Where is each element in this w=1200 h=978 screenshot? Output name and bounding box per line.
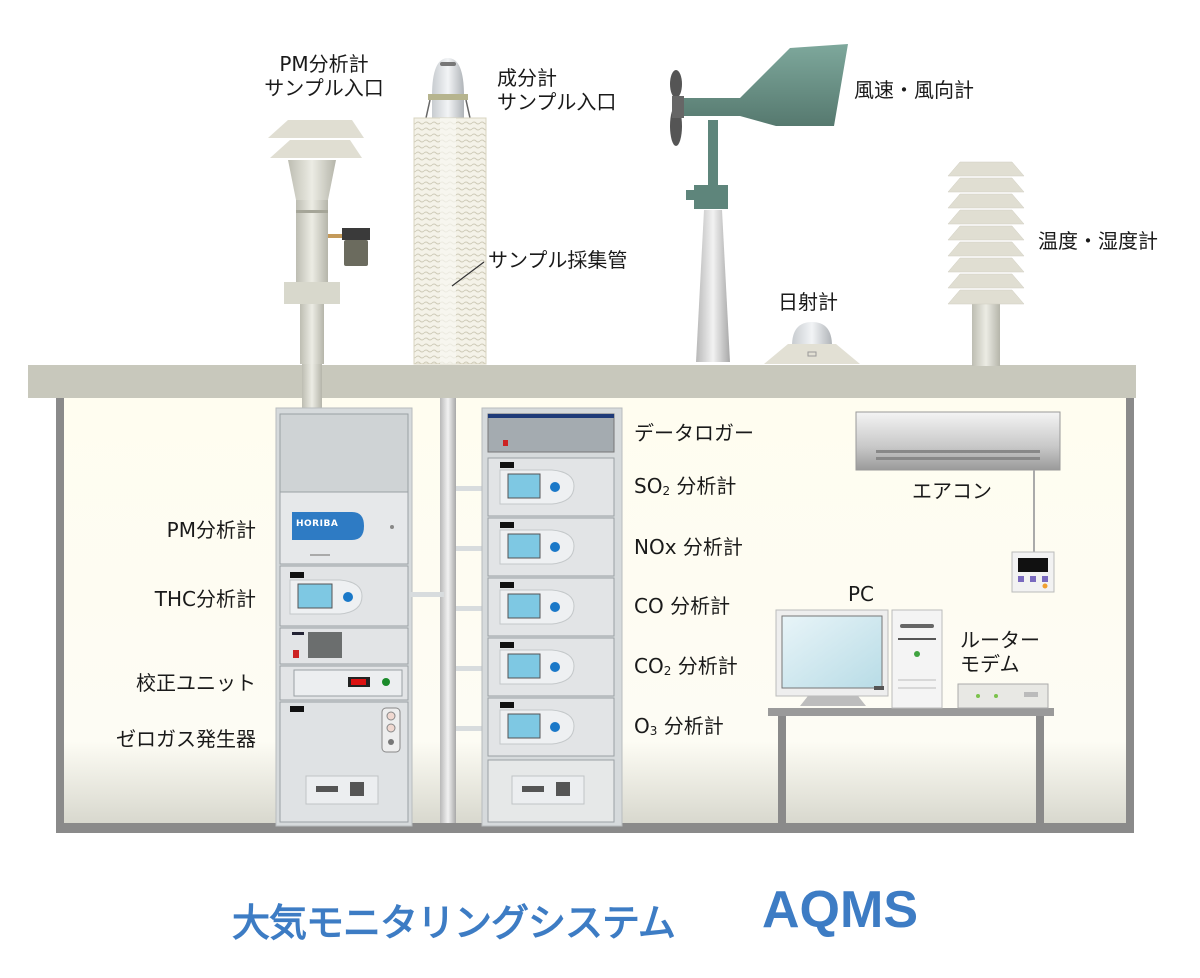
data-logger-label: データロガー bbox=[634, 421, 754, 445]
pm-inlet-label: PM分析計 サンプル入口 bbox=[264, 52, 384, 100]
floor bbox=[56, 823, 1134, 833]
co2-subscript: 2 bbox=[663, 664, 672, 678]
temp-humidity-label: 温度・湿度計 bbox=[1038, 229, 1158, 253]
router-modem bbox=[957, 683, 1049, 709]
analyzer-unit-co bbox=[487, 577, 615, 637]
sample-tube-pointer bbox=[451, 261, 485, 287]
pc-monitor bbox=[775, 609, 889, 706]
router-label-line2: モデム bbox=[960, 652, 1020, 676]
sample-tube-label: サンプル採集管 bbox=[488, 248, 628, 272]
co2-text: CO bbox=[634, 654, 664, 678]
title-english: AQMS bbox=[762, 881, 918, 939]
horiba-logo: HORIBA bbox=[296, 519, 339, 529]
pm-sample-inlet bbox=[268, 120, 370, 410]
o3-subscript: 3 bbox=[649, 724, 658, 738]
horiba-logo-plate bbox=[292, 512, 364, 540]
zero-gas-generator-label: ゼロガス発生器 bbox=[116, 727, 256, 751]
pm-analyzer-label: PM分析計 bbox=[166, 518, 256, 542]
right-wall bbox=[1126, 395, 1134, 831]
pc-tower bbox=[891, 609, 943, 709]
component-inlet-label: 成分計 サンプル入口 bbox=[497, 66, 616, 114]
pm-inlet-label-line1: PM分析計 bbox=[279, 52, 369, 76]
thermo-hygrometer bbox=[947, 161, 1025, 366]
left-wall bbox=[56, 395, 64, 831]
nox-analyzer-label: NOx 分析計 bbox=[634, 535, 743, 559]
co-analyzer-label: CO 分析計 bbox=[634, 594, 731, 618]
o3-suffix: 分析計 bbox=[657, 714, 724, 738]
so2-suffix: 分析計 bbox=[670, 474, 737, 498]
router-label: ルーター モデム bbox=[960, 628, 1040, 676]
pc-label: PC bbox=[848, 582, 875, 606]
thc-analyzer-label: THC分析計 bbox=[154, 587, 256, 611]
component-inlet-label-line1: 成分計 bbox=[497, 66, 557, 90]
roof bbox=[28, 365, 1136, 398]
analyzer-unit-o3 bbox=[487, 697, 615, 757]
so2-subscript: 2 bbox=[662, 484, 671, 498]
solar-radiometer bbox=[764, 322, 860, 364]
analyzer-unit-so2 bbox=[487, 457, 615, 517]
analyzer-unit-co2 bbox=[487, 637, 615, 697]
o3-text: O bbox=[634, 714, 650, 738]
co2-suffix: 分析計 bbox=[671, 654, 738, 678]
component-sample-inlet bbox=[413, 58, 487, 823]
solar-label: 日射計 bbox=[778, 290, 838, 314]
analyzer-unit-nox bbox=[487, 517, 615, 577]
wind-vane bbox=[670, 44, 848, 362]
title-japanese: 大気モニタリングシステム bbox=[232, 901, 676, 945]
pm-inlet-label-line2: サンプル入口 bbox=[264, 76, 384, 100]
calibration-unit-label: 校正ユニット bbox=[136, 671, 256, 695]
right-rack bbox=[481, 407, 623, 827]
connecting-pipes bbox=[410, 486, 486, 731]
wind-label: 風速・風向計 bbox=[854, 78, 974, 102]
o3-analyzer-label: O3 分析計 bbox=[634, 714, 724, 743]
air-conditioner bbox=[855, 411, 1061, 593]
component-inlet-label-line2: サンプル入口 bbox=[497, 90, 617, 114]
left-rack bbox=[275, 407, 413, 827]
so2-text: SO bbox=[634, 474, 663, 498]
so2-analyzer-label: SO2 分析計 bbox=[634, 474, 736, 503]
router-label-line1: ルーター bbox=[960, 628, 1040, 652]
co2-analyzer-label: CO2 分析計 bbox=[634, 654, 738, 683]
desk bbox=[768, 708, 1054, 824]
aircon-label: エアコン bbox=[912, 479, 992, 503]
